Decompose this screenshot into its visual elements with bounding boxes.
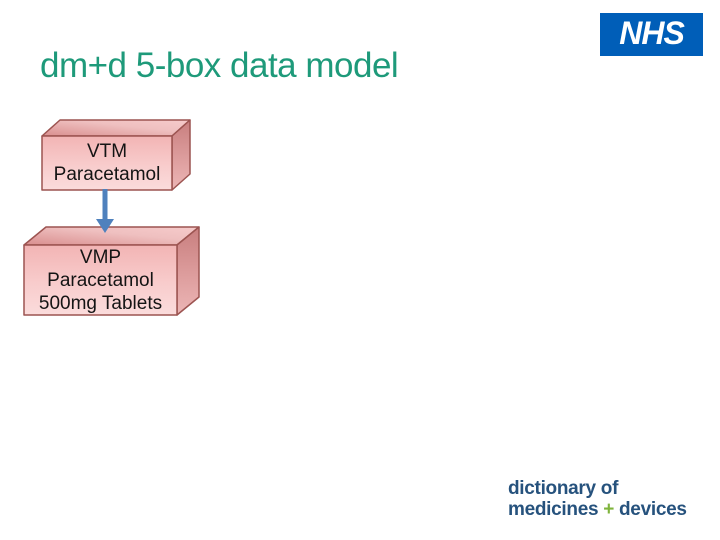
dmd-logo: dictionary of medicines + devices [508, 478, 687, 520]
slide-title: dm+d 5-box data model [40, 46, 399, 85]
dmd-plus-icon: + [603, 499, 615, 520]
dmd-devices-text: devices [619, 499, 687, 520]
nhs-logo-text: NHS [619, 15, 685, 51]
vmp-box-shape [23, 226, 200, 316]
arrow-vtm-to-vmp [96, 189, 114, 233]
dmd-logo-line1: dictionary of [508, 478, 619, 499]
vmp-line-1: VMP [79, 246, 122, 268]
dmd-medicines-text: medicines [508, 499, 599, 520]
vtm-box-label: VTM Paracetamol [42, 136, 172, 190]
vtm-box [40, 116, 192, 192]
dmd-logo-line2: medicines + devices [508, 499, 687, 520]
vtm-line-2: Paracetamol [53, 164, 161, 185]
vtm-line-1: VTM [86, 141, 128, 162]
nhs-logo: NHS [600, 13, 703, 56]
vmp-line-3: 500mg Tablets [38, 292, 163, 314]
vmp-box [22, 223, 202, 317]
vmp-box-label: VMP Paracetamol 500mg Tablets [24, 245, 177, 315]
vmp-line-2: Paracetamol [47, 269, 154, 291]
vtm-box-shape [41, 119, 191, 191]
